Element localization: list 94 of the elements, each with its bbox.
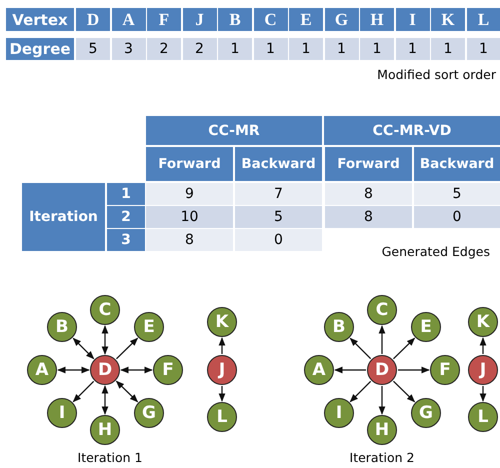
arrow [480,337,486,354]
table-cell: 0 [235,229,322,251]
arrow [334,366,366,374]
arrow [378,386,386,415]
arrow [480,386,486,402]
vertex-circle: D [367,355,397,385]
header-cell: D [76,8,110,31]
header-cell: 2 [107,206,145,228]
table-caption: Modified sort order [376,66,496,83]
header-cell: Forward [146,147,233,181]
header-cell: F [147,8,181,31]
vertex-circle: J [207,355,237,385]
header-cell: Vertex [6,8,74,31]
header-cell: A [112,8,146,31]
table-cell: 3 [112,38,146,60]
arrow [116,380,138,402]
table-cell: 1 [289,38,323,60]
table-cell: 5 [235,206,322,228]
table-cell: 0 [414,206,500,228]
table-cell: 10 [146,206,233,228]
arrow [116,338,138,360]
header-cell: Backward [414,147,500,181]
header-cell: E [289,8,323,31]
vertex-circle: J [468,355,498,385]
vertex-circle: H [367,415,397,445]
vertex-circle: A [27,355,57,385]
table-cell: 9 [146,183,233,205]
table-cell: 1 [360,38,394,60]
table-cell: 1 [466,38,500,60]
vertex-circle: A [304,355,334,385]
header-cell: H [360,8,394,31]
arrow [120,366,153,374]
arrow [218,337,226,354]
vertex-circle: I [47,398,77,428]
header-cell: 1 [107,183,145,205]
table-cell: 1 [324,38,358,60]
table-cell: 5 [76,38,110,60]
header-cell: B [218,8,252,31]
vertex-circle: F [430,355,460,385]
header-cell: C [254,8,288,31]
graph-caption: Iteration 1 [76,448,144,466]
table-caption: Generated Edges [380,242,490,260]
table-cell: 2 [182,38,216,60]
vertex-circle: L [207,402,237,432]
arrow [72,380,94,402]
vertex-circle: K [468,307,498,337]
table-cell: 1 [254,38,288,60]
vertex-circle: B [47,312,77,342]
vertex-circle: D [90,355,120,385]
vertex-circle: B [324,312,354,342]
header-cell: I [396,8,430,31]
header-cell: Iteration [22,183,105,251]
arrow [393,338,416,360]
arrow [218,386,226,402]
arrow [57,366,90,374]
table-cell: 8 [146,229,233,251]
arrow [102,385,108,415]
table-cell: 2 [147,38,181,60]
header-cell: CC-MR-VD [324,116,500,145]
graph-caption: Iteration 2 [348,448,416,466]
header-cell: K [431,8,465,31]
table-cell: 7 [235,183,322,205]
arrow [398,366,430,374]
header-cell: Degree [6,38,74,60]
table-cell: 1 [431,38,465,60]
vertex-circle: F [153,355,183,385]
vertex-circle: G [134,398,164,428]
vertex-circle: K [207,307,237,337]
table-cell: 5 [414,183,500,205]
vertex-circle: E [134,312,164,342]
table-cell: 8 [325,206,412,228]
vertex-circle: G [411,398,441,428]
header-cell: G [324,8,358,31]
arrow [350,338,372,360]
table-cell: 1 [396,38,430,60]
header-cell: Forward [325,147,412,181]
header-cell: 3 [107,229,145,251]
table-cell: 8 [325,183,412,205]
header-cell: J [182,8,216,31]
header-cell: CC-MR [146,116,322,145]
header-cell: Backward [235,147,322,181]
vertex-circle: C [367,295,397,325]
vertex-circle: E [411,312,441,342]
vertex-circle: I [324,398,354,428]
vertex-circle: H [90,415,120,445]
arrow [393,380,416,402]
arrow [350,380,372,402]
table-cell: 1 [218,38,252,60]
header-cell: L [466,8,500,31]
vertex-circle: L [468,402,498,432]
vertex-circle: C [90,295,120,325]
arrow [72,338,94,360]
arrow [102,325,108,355]
arrow [378,325,386,354]
